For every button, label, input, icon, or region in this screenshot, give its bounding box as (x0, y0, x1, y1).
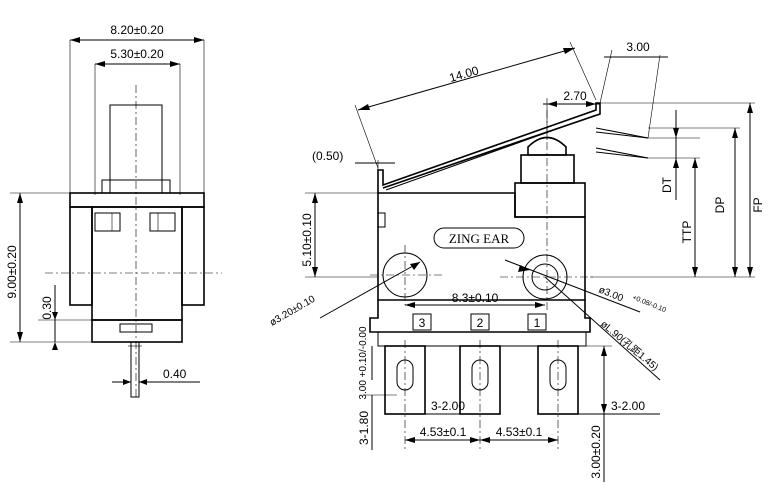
terminal-pins (384, 340, 579, 450)
lever-gap: (0.50) (312, 149, 343, 163)
height-label: 9.00±0.20 (5, 245, 19, 299)
pin3-label: 3 (419, 316, 426, 330)
pin-length: 3.00±0.20 (589, 425, 603, 479)
pin1-box (527, 313, 547, 331)
label-dp: DP (713, 197, 727, 214)
pin-width-tol: 3.00 +0.10/-0.00 (358, 326, 369, 400)
width-outer-label: 8.20±0.20 (110, 23, 164, 37)
pin-spacing-a: 4.53±0.1 (420, 425, 467, 439)
lever-tip: 3.00 (626, 40, 650, 54)
front-view: ZING EAR 8.3±0.10 ø3.20±0.10 ø3.00 +0.08… (268, 40, 765, 482)
offset-label: 0.30 (40, 296, 54, 320)
width-inner-label: 5.30±0.20 (110, 47, 164, 61)
pin2-label: 2 (477, 316, 484, 330)
label-fp: FP (751, 197, 765, 212)
hole-left-label: ø3.20±0.10 (268, 294, 318, 329)
pin3-box (412, 313, 432, 331)
hole-right-tol: +0.08/-0.10 (631, 294, 667, 314)
pin-hole-w-right: 3-2.00 (611, 399, 645, 413)
label-dt: DT (660, 176, 674, 193)
pin2-box (470, 313, 490, 331)
side-view: 8.20±0.20 5.30±0.20 (5, 23, 222, 400)
pin-spacing-b: 4.53±0.1 (496, 425, 543, 439)
brand-label: ZING EAR (449, 231, 510, 246)
mount-height: 5.10±0.10 (300, 213, 314, 267)
pin-hole-h: 3-1.80 (357, 411, 371, 445)
pin1-label: 1 (534, 316, 541, 330)
hole-right-label: ø3.00 (597, 285, 625, 305)
hole-spacing-label: 8.3±0.10 (452, 291, 499, 305)
lever-length: 14.00 (448, 63, 481, 85)
brand-badge (433, 227, 525, 249)
plunger-offset: 2.70 (563, 89, 587, 103)
label-ttp: TTP (680, 221, 694, 244)
pin-hole-w-left: 3-2.00 (431, 399, 465, 413)
pin-thickness-label: 0.40 (163, 367, 187, 381)
